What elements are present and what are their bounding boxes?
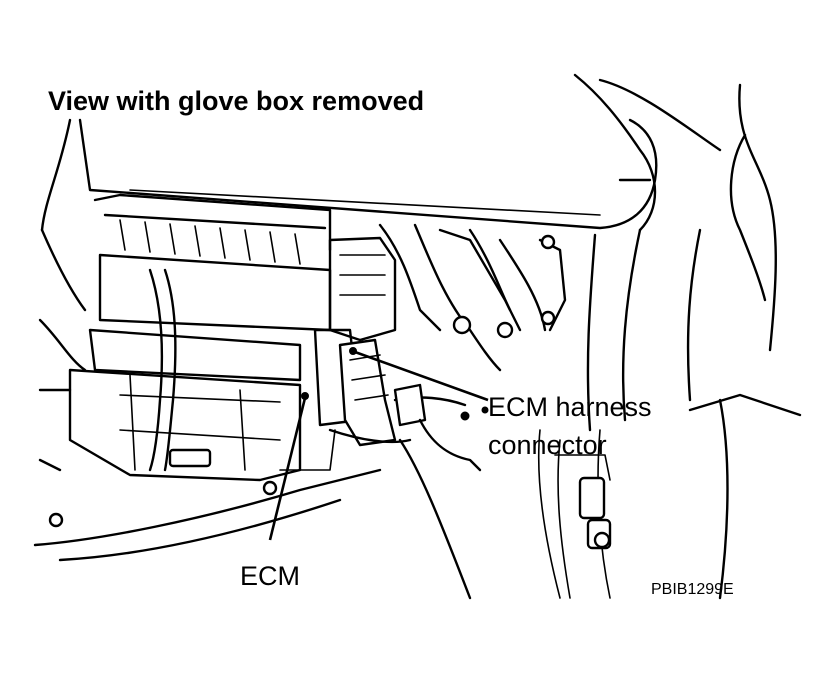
harness-connector-leader-line (354, 350, 489, 402)
dashboard-outline (40, 73, 722, 232)
ecm-label: ECM (240, 561, 300, 591)
harness-connector-callout: ECM harness connector (349, 347, 652, 460)
hvac-housing (33, 193, 382, 562)
harness-connector-pointer-dot (349, 347, 357, 355)
figure-title: View with glove box removed (48, 86, 424, 116)
figure-code: PBIB1299E (651, 581, 734, 598)
ecm-leader-line (268, 397, 307, 541)
harness-connector-label-line2: connector (488, 430, 607, 460)
ecm-callout: ECM (240, 392, 309, 591)
ecm-and-harness (313, 223, 567, 600)
harness-connector-label-line1: ECM harness (488, 392, 652, 422)
right-side-panel (537, 83, 802, 600)
ecm-pointer-dot (301, 392, 309, 400)
